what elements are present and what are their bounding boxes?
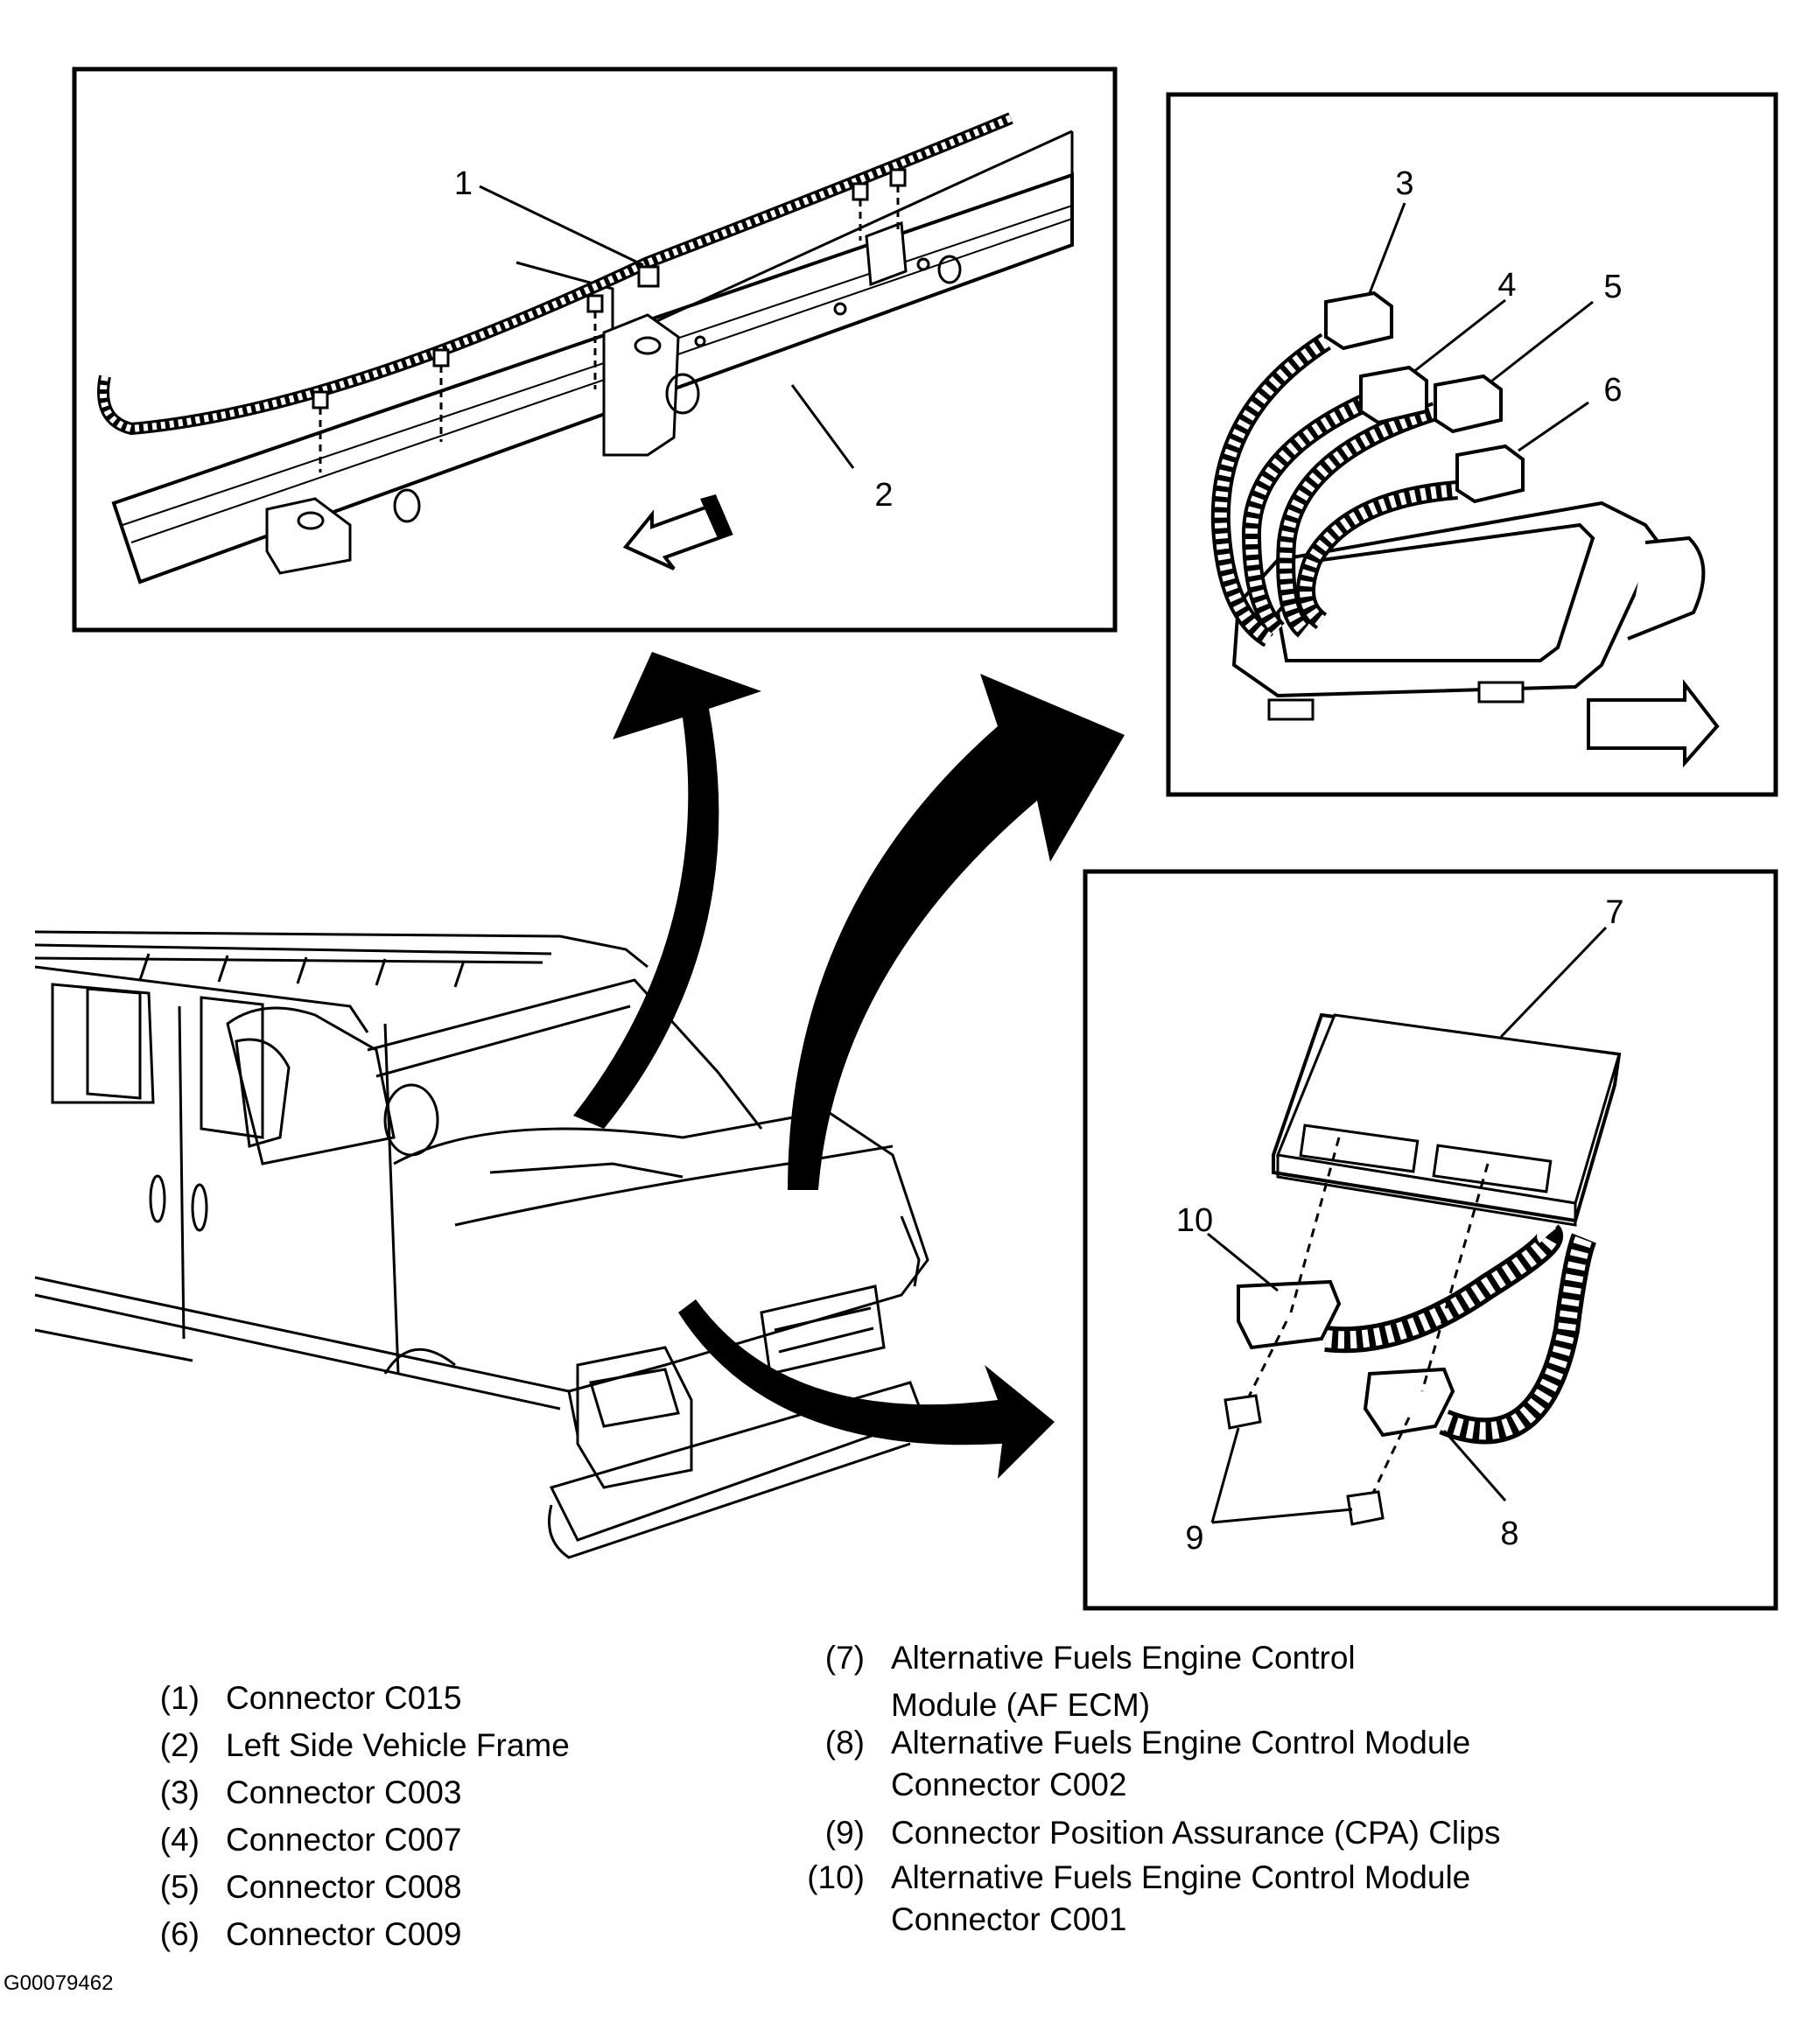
- van-illustration: [34, 930, 929, 1559]
- callout-arrows: [573, 652, 1125, 1479]
- panel-harness-connectors: 3 4 5 6: [1166, 92, 1778, 797]
- legend-item: (5) Connector C008: [159, 1869, 462, 1905]
- panel-af-ecm: 7 10 9 8: [1083, 869, 1778, 1611]
- panel-frame-rail: 1 2: [72, 66, 1118, 633]
- callout-1: 1: [454, 165, 473, 202]
- legend-item: (4) Connector C007: [159, 1822, 462, 1858]
- callout-9: 9: [1185, 1520, 1203, 1557]
- legend-item: (2) Left Side Vehicle Frame: [159, 1727, 570, 1763]
- legend-item: (8) Alternative Fuels Engine Control Mod…: [824, 1725, 1471, 1802]
- legend-item: (6) Connector C009: [159, 1916, 462, 1952]
- legend-left: (1) Connector C015 (2) Left Side Vehicle…: [128, 1675, 570, 1958]
- legend-item: (9) Connector Position Assurance (CPA) C…: [824, 1815, 1501, 1851]
- callout-2: 2: [874, 477, 893, 514]
- callout-10: 10: [1176, 1202, 1213, 1239]
- callout-5: 5: [1603, 269, 1622, 305]
- legend-item: (10) Alternative Fuels Engine Control Mo…: [807, 1859, 1471, 1937]
- callout-8: 8: [1500, 1516, 1518, 1552]
- legend-item: (1) Connector C015: [159, 1680, 462, 1716]
- callout-4: 4: [1497, 267, 1516, 304]
- callout-7: 7: [1605, 894, 1623, 931]
- callout-3: 3: [1395, 165, 1413, 202]
- figure-id: G00079462: [4, 1971, 114, 1995]
- callout-6: 6: [1603, 372, 1622, 409]
- legend-item: (3) Connector C003: [159, 1774, 462, 1810]
